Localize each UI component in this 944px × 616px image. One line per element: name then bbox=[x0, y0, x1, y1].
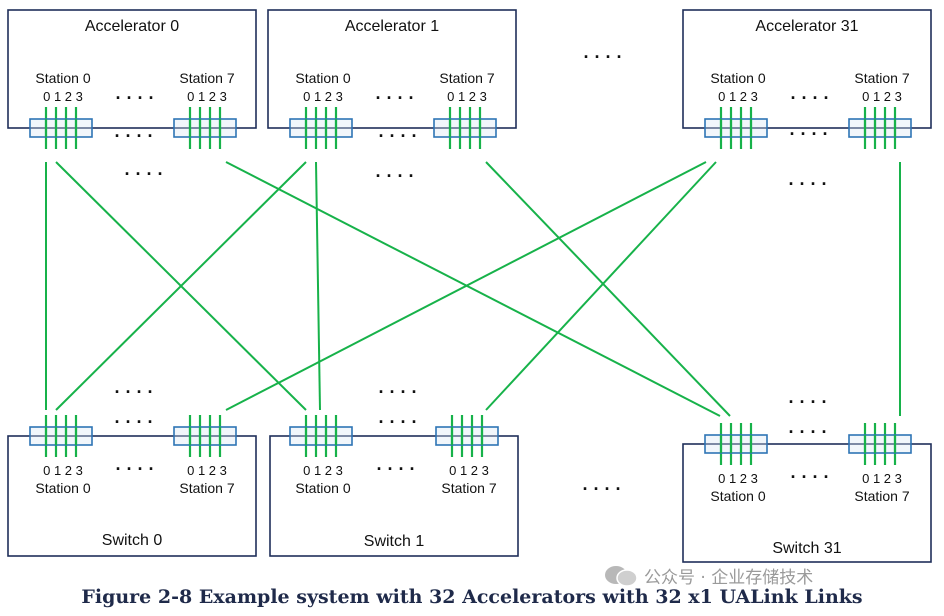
port-numbers: 0 1 2 3 bbox=[449, 463, 489, 478]
watermark-text: 公众号 · 企业存储技术 bbox=[644, 568, 814, 588]
switch-box bbox=[7, 435, 257, 557]
accelerator-title: Accelerator 31 bbox=[755, 18, 858, 35]
port-box bbox=[29, 118, 93, 138]
ellipsis-dots: · · · · bbox=[125, 164, 164, 184]
switch-station-0-ports bbox=[704, 423, 768, 465]
link-a1s7-sw31s0 bbox=[485, 161, 731, 417]
link-a1s0-sw0s0 bbox=[55, 161, 307, 411]
station-label: Station 0 bbox=[295, 480, 350, 496]
station-label: Station 7 bbox=[179, 480, 234, 496]
station-label: Station 0 bbox=[710, 488, 765, 504]
station-label: Station 7 bbox=[441, 480, 496, 496]
accelerator-station-7-ports bbox=[433, 107, 497, 149]
station-label: Station 7 bbox=[854, 70, 909, 86]
switch-station-0-ports bbox=[289, 415, 353, 457]
figure-caption: Figure 2-8 Example system with 32 Accele… bbox=[81, 586, 863, 608]
link-a0s7-sw31s0 bbox=[225, 161, 721, 417]
ellipsis-dots: · · · · bbox=[115, 412, 154, 432]
switch-box bbox=[269, 435, 519, 557]
accelerator-title: Accelerator 1 bbox=[345, 18, 439, 35]
port-box bbox=[848, 434, 912, 454]
station-label: Station 7 bbox=[854, 488, 909, 504]
ellipsis-dots: · · · · bbox=[584, 47, 623, 67]
accelerator-box bbox=[267, 9, 517, 129]
port-numbers: 0 1 2 3 bbox=[718, 89, 758, 104]
port-numbers: 0 1 2 3 bbox=[447, 89, 487, 104]
port-numbers: 0 1 2 3 bbox=[187, 463, 227, 478]
ellipsis-dots: · · · · bbox=[116, 88, 155, 108]
station-label: Station 0 bbox=[710, 70, 765, 86]
switch-station-7-ports bbox=[173, 415, 237, 457]
port-numbers: 0 1 2 3 bbox=[43, 89, 83, 104]
switch-station-7-ports bbox=[848, 423, 912, 465]
accelerator-station-7-ports bbox=[173, 107, 237, 149]
ellipsis-dots: · · · · bbox=[791, 467, 830, 487]
ellipsis-dots: · · · · bbox=[115, 126, 154, 146]
ellipsis-dots: · · · · bbox=[789, 174, 828, 194]
link-a1s0-sw1s0 bbox=[315, 161, 321, 411]
port-numbers: 0 1 2 3 bbox=[303, 89, 343, 104]
port-box bbox=[433, 118, 497, 138]
ellipsis-dots: · · · · bbox=[379, 126, 418, 146]
port-box bbox=[435, 426, 499, 446]
switch-title: Switch 1 bbox=[364, 533, 425, 550]
system-diagram: Accelerator 0 Station 0 0 1 2 3 Station 7 0 … bbox=[7, 9, 932, 563]
ellipsis-dots: · · · · bbox=[376, 166, 415, 186]
link-a31s0-sw0s7 bbox=[225, 161, 707, 411]
ellipsis-dots: · · · · bbox=[377, 459, 416, 479]
port-box bbox=[848, 118, 912, 138]
ellipsis-dots: · · · · bbox=[376, 88, 415, 108]
link-a31s0-sw1s7 bbox=[485, 161, 717, 411]
accelerator-station-7-ports bbox=[848, 107, 912, 149]
switch-station-7-ports bbox=[435, 415, 499, 457]
switch-title: Switch 0 bbox=[102, 532, 163, 549]
port-box bbox=[173, 118, 237, 138]
accelerator-station-0-ports bbox=[704, 107, 768, 149]
chat-bubble-icon bbox=[605, 565, 638, 587]
port-numbers: 0 1 2 3 bbox=[862, 89, 902, 104]
accelerator-title: Accelerator 0 bbox=[85, 18, 179, 35]
ellipsis-dots: · · · · bbox=[379, 382, 418, 402]
port-numbers: 0 1 2 3 bbox=[187, 89, 227, 104]
port-box bbox=[289, 118, 353, 138]
station-label: Station 7 bbox=[179, 70, 234, 86]
ellipsis-dots: · · · · bbox=[789, 422, 828, 442]
ellipsis-dots: · · · · bbox=[116, 459, 155, 479]
ellipsis-dots: · · · · bbox=[791, 88, 830, 108]
ellipsis-dots: · · · · bbox=[789, 392, 828, 412]
switch-title: Switch 31 bbox=[772, 540, 841, 557]
watermark: 公众号 · 企业存储技术 bbox=[604, 563, 813, 588]
ualink-links bbox=[45, 161, 901, 417]
port-box bbox=[704, 118, 768, 138]
accelerator-station-0-ports bbox=[289, 107, 353, 149]
port-box bbox=[704, 434, 768, 454]
switch-box bbox=[682, 443, 932, 563]
accelerator-station-0-ports bbox=[29, 107, 93, 149]
port-box bbox=[173, 426, 237, 446]
port-numbers: 0 1 2 3 bbox=[303, 463, 343, 478]
station-label: Station 0 bbox=[295, 70, 350, 86]
accelerator-box bbox=[7, 9, 257, 129]
ellipsis-dots: · · · · bbox=[583, 479, 622, 499]
station-label: Station 0 bbox=[35, 70, 90, 86]
ellipsis-dots: · · · · bbox=[790, 124, 829, 144]
port-numbers: 0 1 2 3 bbox=[862, 471, 902, 486]
ellipsis-dots: · · · · bbox=[379, 412, 418, 432]
switch-station-0-ports bbox=[29, 415, 93, 457]
port-numbers: 0 1 2 3 bbox=[43, 463, 83, 478]
port-numbers: 0 1 2 3 bbox=[718, 471, 758, 486]
port-box bbox=[29, 426, 93, 446]
port-box bbox=[289, 426, 353, 446]
station-label: Station 7 bbox=[439, 70, 494, 86]
accelerator-box bbox=[682, 9, 932, 129]
ellipsis-dots: · · · · bbox=[115, 382, 154, 402]
station-label: Station 0 bbox=[35, 480, 90, 496]
